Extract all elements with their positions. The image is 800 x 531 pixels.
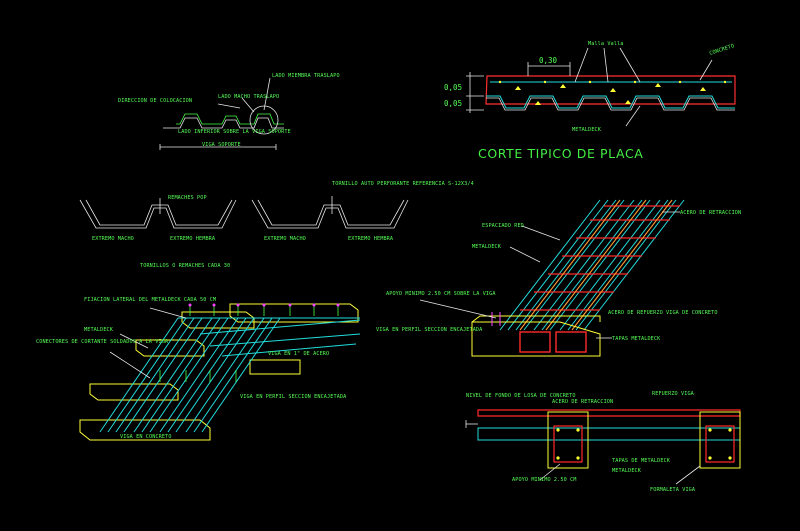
label-concrete-beam-left: VIGA EN CONCRETO: [120, 434, 172, 440]
slab-section: 0,30 0,05 0,05 Malla Valla CONCRETO META…: [444, 41, 736, 161]
label-steel-bar: VIGA EN 1" DE ACERO: [268, 351, 329, 357]
label-retraction-bottom: ACERO DE RETRACCION: [552, 399, 613, 405]
label-beam-formwork: FORMALETA VIGA: [650, 487, 696, 493]
label-shear-connectors: CONECTORES DE CORTANTE SOLDADOS A LA VIG…: [36, 339, 169, 345]
deck-profile: [486, 95, 735, 109]
dim-spacing: 0,30: [539, 56, 558, 65]
title-corte-tipico: CORTE TIPICO DE PLACA: [478, 146, 643, 161]
label-hembra-1: EXTREMO HEMBRA: [170, 236, 216, 242]
label-direction: DIRECCION DE COLOCACION: [118, 98, 192, 104]
overlap-detail: LADO MIEMBRA TRASLAPO LADO MACHO TRASLAP…: [118, 73, 340, 150]
label-fastener-spacing: TORNILLOS O REMACHES CADA 30: [140, 263, 230, 269]
label-metaldeck-section: METALDECK: [572, 127, 602, 133]
label-hembra-2: EXTREMO HEMBRA: [348, 236, 394, 242]
label-net-spacing: ESPACIADO RED: [482, 223, 524, 229]
label-beam-profile: VIGA EN PERFIL SECCION ENCAJETADA: [240, 394, 347, 400]
label-retraction-steel: ACERO DE RETRACCION: [680, 210, 741, 216]
dim-bottom: 0,05: [444, 99, 462, 108]
label-metaldeck-iso-left: METALDECK: [84, 327, 114, 333]
label-beam-reinforcement: ACERO DE REFUERZO VIGA DE CONCRETO: [608, 310, 718, 316]
slab-concrete: [485, 75, 736, 105]
label-concrete: CONCRETO: [709, 43, 735, 57]
label-steel-beam-profile: VIGA EN PERFIL SECCION ENCAJETADA: [376, 327, 483, 333]
fastener-profiles: REMACHES POP TORNILLO AUTO PERFORANTE RE…: [79, 181, 474, 269]
label-metaldeck-bottom: METALDECK: [612, 468, 642, 474]
label-beam-rebar: REFUERZO VIGA: [652, 391, 695, 397]
bottom-section: NIVEL DE FONDO DE LOSA DE CONCRETO ACERO…: [465, 391, 741, 493]
iso-right: ACERO DE RETRACCION ESPACIADO RED METALD…: [386, 199, 741, 357]
label-slab-level: NIVEL DE FONDO DE LOSA DE CONCRETO: [466, 393, 576, 399]
label-min-support: APOYO MINIMO 2.50 CM SOBRE LA VIGA: [386, 291, 496, 297]
label-lateral-fixing: FIJACION LATERAL DEL METALDECK CADA 50 C…: [84, 297, 216, 303]
label-support-beam: VIGA SOPORTE: [202, 142, 241, 148]
label-caps-bottom: TAPAS DE METALDECK: [612, 458, 671, 464]
label-metaldeck-iso-right: METALDECK: [472, 244, 502, 250]
label-macho-1: EXTREMO MACHO: [92, 236, 134, 242]
label-pop-rivets: REMACHES POP: [168, 195, 207, 201]
iso-left: FIJACION LATERAL DEL METALDECK CADA 50 C…: [36, 297, 483, 441]
label-self-drilling-screw: TORNILLO AUTO PERFORANTE REFERENCIA S-12…: [332, 181, 474, 187]
label-macho-overlap: LADO MACHO TRASLAPO: [218, 94, 279, 100]
label-macho-2: EXTREMO MACHO: [264, 236, 306, 242]
label-member-overlap: LADO MIEMBRA TRASLAPO: [272, 73, 340, 79]
dim-top: 0,05: [444, 83, 462, 92]
label-min-support-bottom: APOYO MINIMO 2.50 CM: [512, 477, 576, 483]
label-deck-caps: TAPAS METALDECK: [612, 336, 661, 342]
label-mesh: Malla Valla: [588, 41, 623, 47]
label-bottom-overlap: LADO INFERIOR SOBRE LA VIGA SOPORTE: [178, 129, 291, 135]
